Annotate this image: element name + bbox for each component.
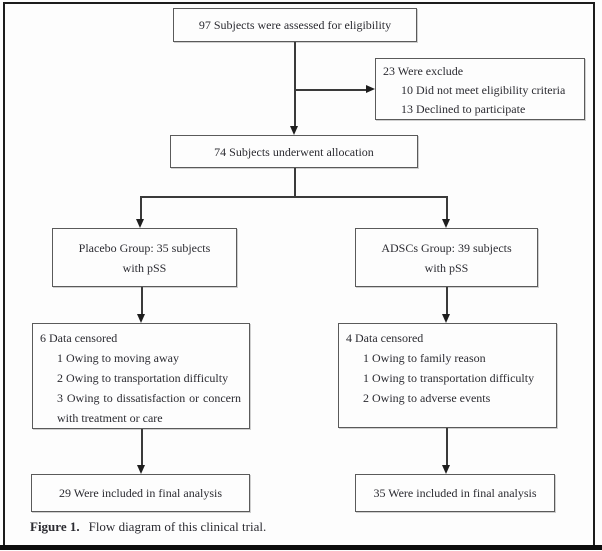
adscs-final-text: 35 Were included in final analysis: [373, 486, 537, 500]
excluded-title: 23 Were exclude: [383, 64, 464, 78]
allocation-box: 74 Subjects underwent allocation: [170, 135, 418, 168]
figure-caption-text: Flow diagram of this clinical trial.: [88, 519, 267, 534]
connector-line: [141, 287, 143, 316]
connector-line: [294, 42, 296, 128]
adscs-censored-item: 1 Owing to family reason: [363, 351, 486, 365]
connector-line: [140, 196, 142, 220]
arrow-down-icon: [137, 465, 145, 474]
figure-caption: Figure 1. Flow diagram of this clinical t…: [30, 518, 266, 536]
arrow-down-icon: [442, 314, 450, 323]
placebo-group-box: Placebo Group: 35 subjects with pSS: [52, 228, 237, 287]
placebo-group-line2: with pSS: [122, 260, 167, 275]
adscs-group-box: ADSCs Group: 39 subjects with pSS: [355, 228, 538, 287]
connector-line: [141, 429, 143, 466]
figure-caption-label: Figure 1.: [30, 519, 80, 534]
arrow-down-icon: [136, 219, 144, 228]
placebo-censored-title: 6 Data censored: [40, 331, 118, 345]
connector-line: [141, 196, 447, 198]
adscs-group-line1: ADSCs Group: 39 subjects: [381, 240, 512, 255]
arrow-right-icon: [366, 85, 375, 93]
placebo-censored-item: 3 Owing to dissatisfaction or concern wi…: [57, 391, 241, 425]
arrow-down-icon: [137, 314, 145, 323]
arrow-down-icon: [442, 465, 450, 474]
adscs-censored-title: 4 Data censored: [346, 331, 424, 345]
placebo-final-text: 29 Were included in final analysis: [58, 486, 223, 500]
placebo-censored-box: 6 Data censored 1 Owing to moving away 2…: [32, 323, 250, 429]
adscs-final-box: 35 Were included in final analysis: [355, 474, 555, 512]
assessed-box: 97 Subjects were assessed for eligibilit…: [173, 8, 417, 42]
placebo-censored-item: 1 Owing to moving away: [57, 351, 179, 365]
adscs-group-line2: with pSS: [424, 260, 469, 275]
placebo-final-box: 29 Were included in final analysis: [31, 474, 250, 512]
excluded-item: 10 Did not meet eligibility criteria: [401, 83, 566, 97]
bottom-rule: [0, 545, 602, 550]
arrow-down-icon: [290, 126, 298, 135]
placebo-censored-item: 2 Owing to transportation difficulty: [57, 371, 229, 385]
placebo-group-line1: Placebo Group: 35 subjects: [78, 240, 211, 255]
excluded-item: 13 Declined to participate: [401, 102, 526, 116]
connector-line: [446, 196, 448, 220]
allocation-text: 74 Subjects underwent allocation: [214, 144, 374, 159]
adscs-censored-item: 1 Owing to transportation difficulty: [363, 371, 535, 385]
connector-line: [446, 287, 448, 316]
connector-line: [446, 428, 448, 466]
connector-line: [294, 168, 296, 198]
adscs-censored-box: 4 Data censored 1 Owing to family reason…: [338, 323, 557, 428]
excluded-box: 23 Were exclude 10 Did not meet eligibil…: [375, 58, 585, 120]
adscs-censored-item: 2 Owing to adverse events: [363, 391, 491, 405]
arrow-down-icon: [442, 219, 450, 228]
connector-line: [295, 89, 366, 91]
assessed-text: 97 Subjects were assessed for eligibilit…: [198, 18, 392, 32]
